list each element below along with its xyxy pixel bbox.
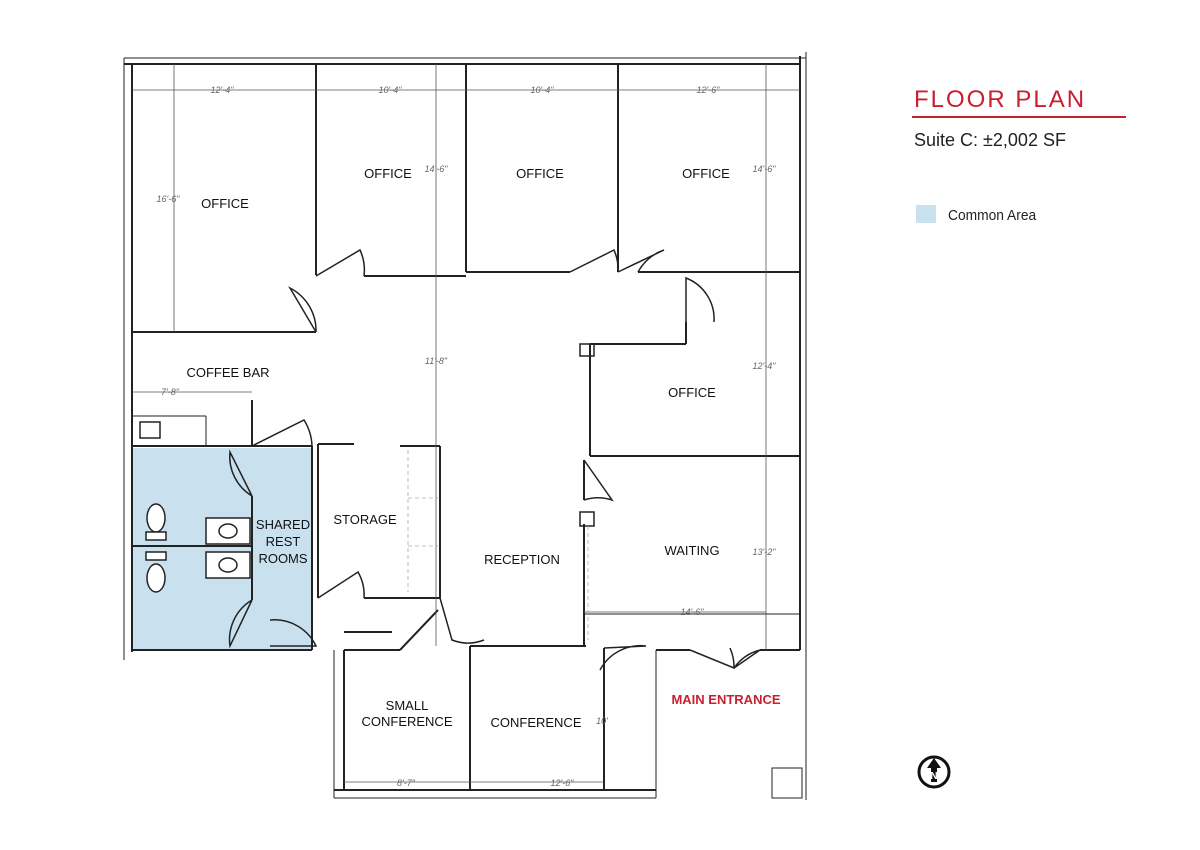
dimension-label: 12'-4" bbox=[211, 85, 235, 95]
dimension-label: 12'-6" bbox=[551, 778, 575, 788]
legend-swatch-common-area bbox=[916, 205, 936, 223]
room-label-restrooms-3: ROOMS bbox=[258, 551, 307, 566]
title-underline bbox=[912, 116, 1126, 118]
dimension-label: 16'-6" bbox=[157, 194, 181, 204]
room-label-office-nw: OFFICE bbox=[201, 196, 249, 211]
dimension-lines bbox=[132, 64, 800, 783]
room-label-conference: CONFERENCE bbox=[490, 715, 581, 730]
toilet-icon bbox=[146, 503, 166, 533]
dashed-guides bbox=[407, 450, 589, 640]
room-label-restrooms-2: REST bbox=[266, 534, 301, 549]
toilet-icon bbox=[146, 563, 166, 593]
dimension-label: 14'-6" bbox=[681, 607, 705, 617]
room-label-office-2: OFFICE bbox=[364, 166, 412, 181]
dimension-label: 12'-4" bbox=[753, 361, 777, 371]
walls bbox=[123, 52, 807, 800]
legend-label-common-area: Common Area bbox=[948, 207, 1037, 224]
room-label-restrooms-1: SHARED bbox=[256, 517, 310, 532]
room-label-office-4: OFFICE bbox=[682, 166, 730, 181]
room-label-office-east: OFFICE bbox=[668, 385, 716, 400]
room-label-small-conference-2: CONFERENCE bbox=[361, 714, 452, 729]
restroom-fixtures bbox=[139, 421, 251, 593]
main-entrance-label: MAIN ENTRANCE bbox=[671, 692, 780, 707]
sink-icon bbox=[218, 557, 238, 573]
common-area-fill bbox=[132, 448, 312, 650]
room-label-small-conference-1: SMALL bbox=[386, 698, 429, 713]
page-title: FLOOR PLAN bbox=[914, 86, 1087, 113]
dimension-label: 10' bbox=[596, 716, 608, 726]
door-swings bbox=[228, 248, 761, 671]
dimension-label: 14'-6" bbox=[753, 164, 777, 174]
north-arrow-icon: N bbox=[917, 755, 951, 789]
dimension-label: 13'-2" bbox=[753, 547, 777, 557]
dimension-label: 12'-6" bbox=[697, 85, 721, 95]
room-label-office-3: OFFICE bbox=[516, 166, 564, 181]
dimension-label: 10'-4" bbox=[379, 85, 403, 95]
room-label-storage: STORAGE bbox=[333, 512, 397, 527]
dimension-label: 7'-8" bbox=[161, 387, 180, 397]
room-label-coffee-bar: COFFEE BAR bbox=[186, 365, 269, 380]
dimension-label: 10'-4" bbox=[531, 85, 555, 95]
dimension-label: 14'-6" bbox=[425, 164, 449, 174]
north-letter: N bbox=[930, 771, 937, 782]
suite-area-label: Suite C: ±2,002 SF bbox=[914, 130, 1066, 150]
dimension-label: 8'-7" bbox=[397, 778, 416, 788]
room-label-reception: RECEPTION bbox=[484, 552, 560, 567]
room-label-waiting: WAITING bbox=[664, 543, 719, 558]
dimension-label: 11'-8" bbox=[425, 356, 448, 366]
sink-icon bbox=[218, 523, 238, 539]
